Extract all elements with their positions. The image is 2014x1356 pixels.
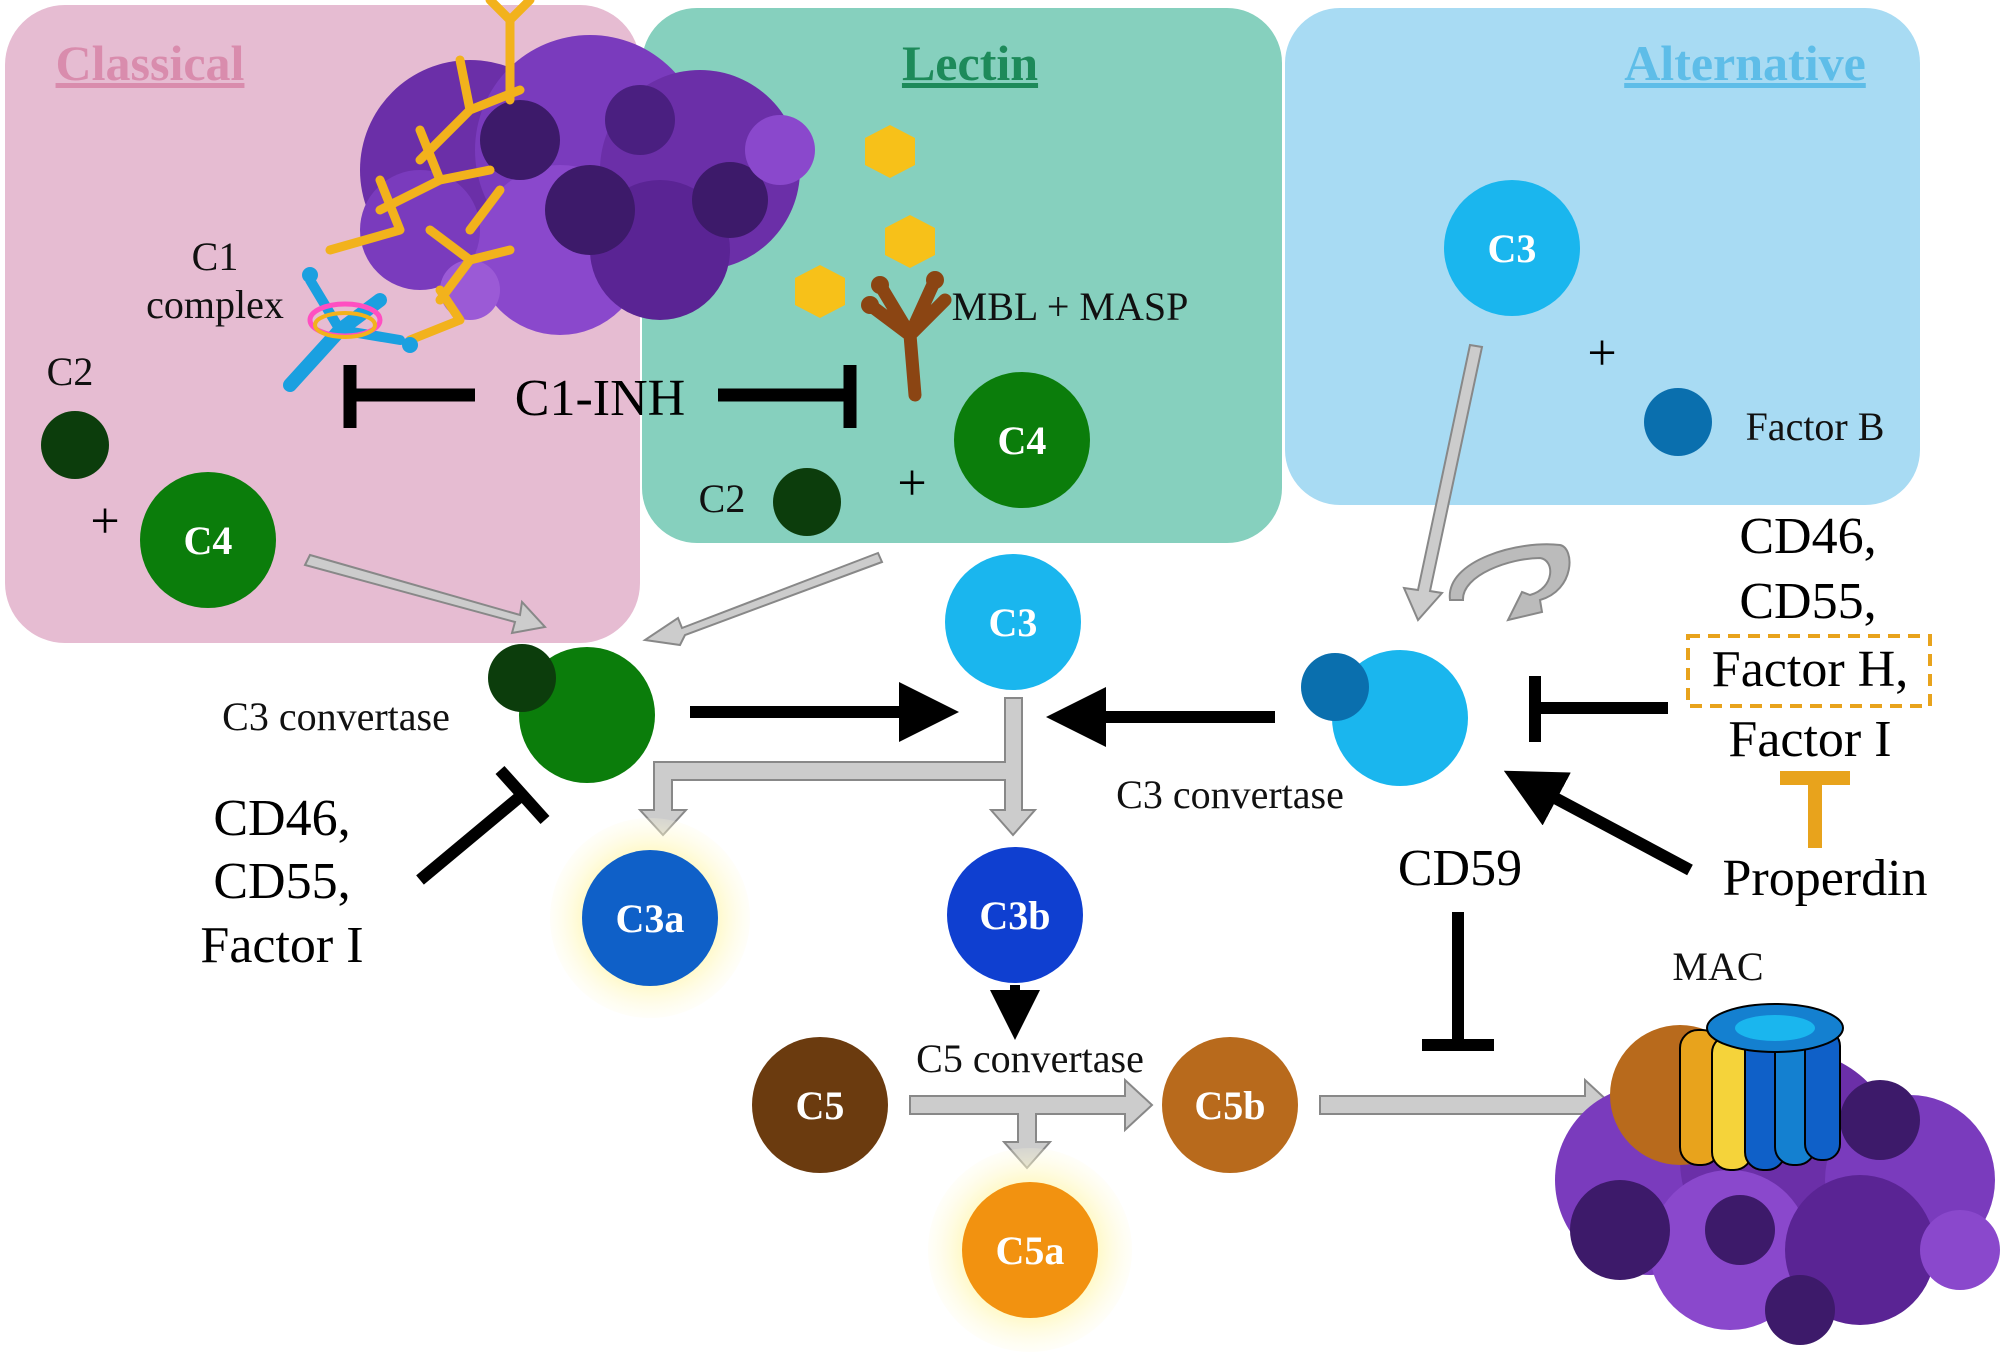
- factor-b-label: Factor B: [1746, 404, 1885, 449]
- right-regulator-4: Factor I: [1728, 711, 1891, 768]
- c5b-molecule: [1162, 1037, 1298, 1173]
- c2-lectin-molecule: [773, 468, 841, 536]
- c5b-label: C5b: [1194, 1083, 1265, 1128]
- left-regulator-1: CD46,: [213, 790, 350, 847]
- arrow-lectin-to-convertase: [642, 551, 884, 647]
- c5-label: C5: [796, 1083, 845, 1128]
- c3a-molecule: [582, 850, 718, 986]
- c2-classical-label: C2: [47, 349, 94, 394]
- plus-alternative: +: [1587, 325, 1616, 382]
- factor-h-highlight-box: [1686, 634, 1932, 708]
- mac-pore-complex: [1610, 1003, 1844, 1171]
- right-regulators: CD46, CD55, Factor H, Factor I: [1686, 508, 1932, 768]
- factor-b-molecule: [1644, 388, 1712, 456]
- c5a-label: C5a: [996, 1228, 1065, 1273]
- left-regulator-3: Factor I: [200, 917, 363, 974]
- right-regulator-1: CD46,: [1739, 508, 1876, 565]
- lectin-title: Lectin: [902, 35, 1038, 91]
- arrow-classical-to-convertase: [303, 553, 547, 635]
- c1-complex-glyph: [283, 267, 418, 392]
- arrow-c5-to-c5b: [909, 1077, 1154, 1170]
- c3-convertase-right-label: C3 convertase: [1116, 772, 1344, 817]
- c4-classical-molecule: [140, 472, 276, 608]
- c4-classical-label: C4: [184, 518, 233, 563]
- arrow-alt-c3-to-convertase: [1402, 343, 1484, 622]
- c3-alternative-molecule: [1444, 180, 1580, 316]
- c5-convertase-label: C5 convertase: [916, 1036, 1144, 1081]
- classical-title: Classical: [56, 35, 245, 91]
- mbl-masp-label: MBL + MASP: [952, 284, 1189, 329]
- c5-molecule: [752, 1037, 888, 1173]
- inhibit-left-regulators-cap: [495, 765, 550, 825]
- c4-lectin-label: C4: [998, 418, 1047, 463]
- left-regulators: CD46, CD55, Factor I: [200, 790, 363, 974]
- c3b-molecule: [947, 847, 1083, 983]
- plus-lectin: +: [897, 455, 926, 512]
- arrow-c5b-to-mac: [1319, 1077, 1614, 1133]
- right-regulator-3: Factor H,: [1712, 641, 1908, 698]
- alternative-title: Alternative: [1624, 35, 1866, 91]
- arrow-alt-loop: [1448, 543, 1571, 622]
- c5a-molecule: [962, 1182, 1098, 1318]
- plus-classical: +: [90, 493, 119, 550]
- c4-lectin-molecule: [954, 372, 1090, 508]
- antibodies: [325, 0, 535, 345]
- arrow-properdin-to-convertase: [1503, 770, 1693, 876]
- c3b-label: C3b: [979, 893, 1050, 938]
- c3a-label: C3a: [616, 896, 685, 941]
- right-regulator-2: CD55,: [1739, 573, 1876, 630]
- cd59-label: CD59: [1398, 840, 1522, 897]
- c3-center-molecule: [945, 554, 1081, 690]
- c1-complex-label-line1: C1: [192, 234, 239, 279]
- c2-lectin-label: C2: [699, 476, 746, 521]
- alternative-panel: [1285, 8, 1920, 505]
- c1-inh-label: C1-INH: [515, 370, 685, 427]
- c3-convertase-left-label: C3 convertase: [222, 694, 450, 739]
- c1-complex-label-line2: complex: [146, 282, 284, 327]
- c3-center-label: C3: [989, 600, 1038, 645]
- mbl-masp-glyph: [795, 125, 952, 402]
- left-regulator-2: CD55,: [213, 853, 350, 910]
- arrow-c3-split: [637, 697, 1038, 837]
- inhibit-left-regulators: [416, 790, 526, 885]
- c3-convertase-left: [488, 644, 655, 783]
- properdin-label: Properdin: [1722, 850, 1927, 907]
- mac-label: MAC: [1672, 944, 1763, 989]
- c3-convertase-right: [1301, 650, 1468, 786]
- c3-alternative-label: C3: [1488, 226, 1537, 271]
- c2-classical-molecule: [41, 411, 109, 479]
